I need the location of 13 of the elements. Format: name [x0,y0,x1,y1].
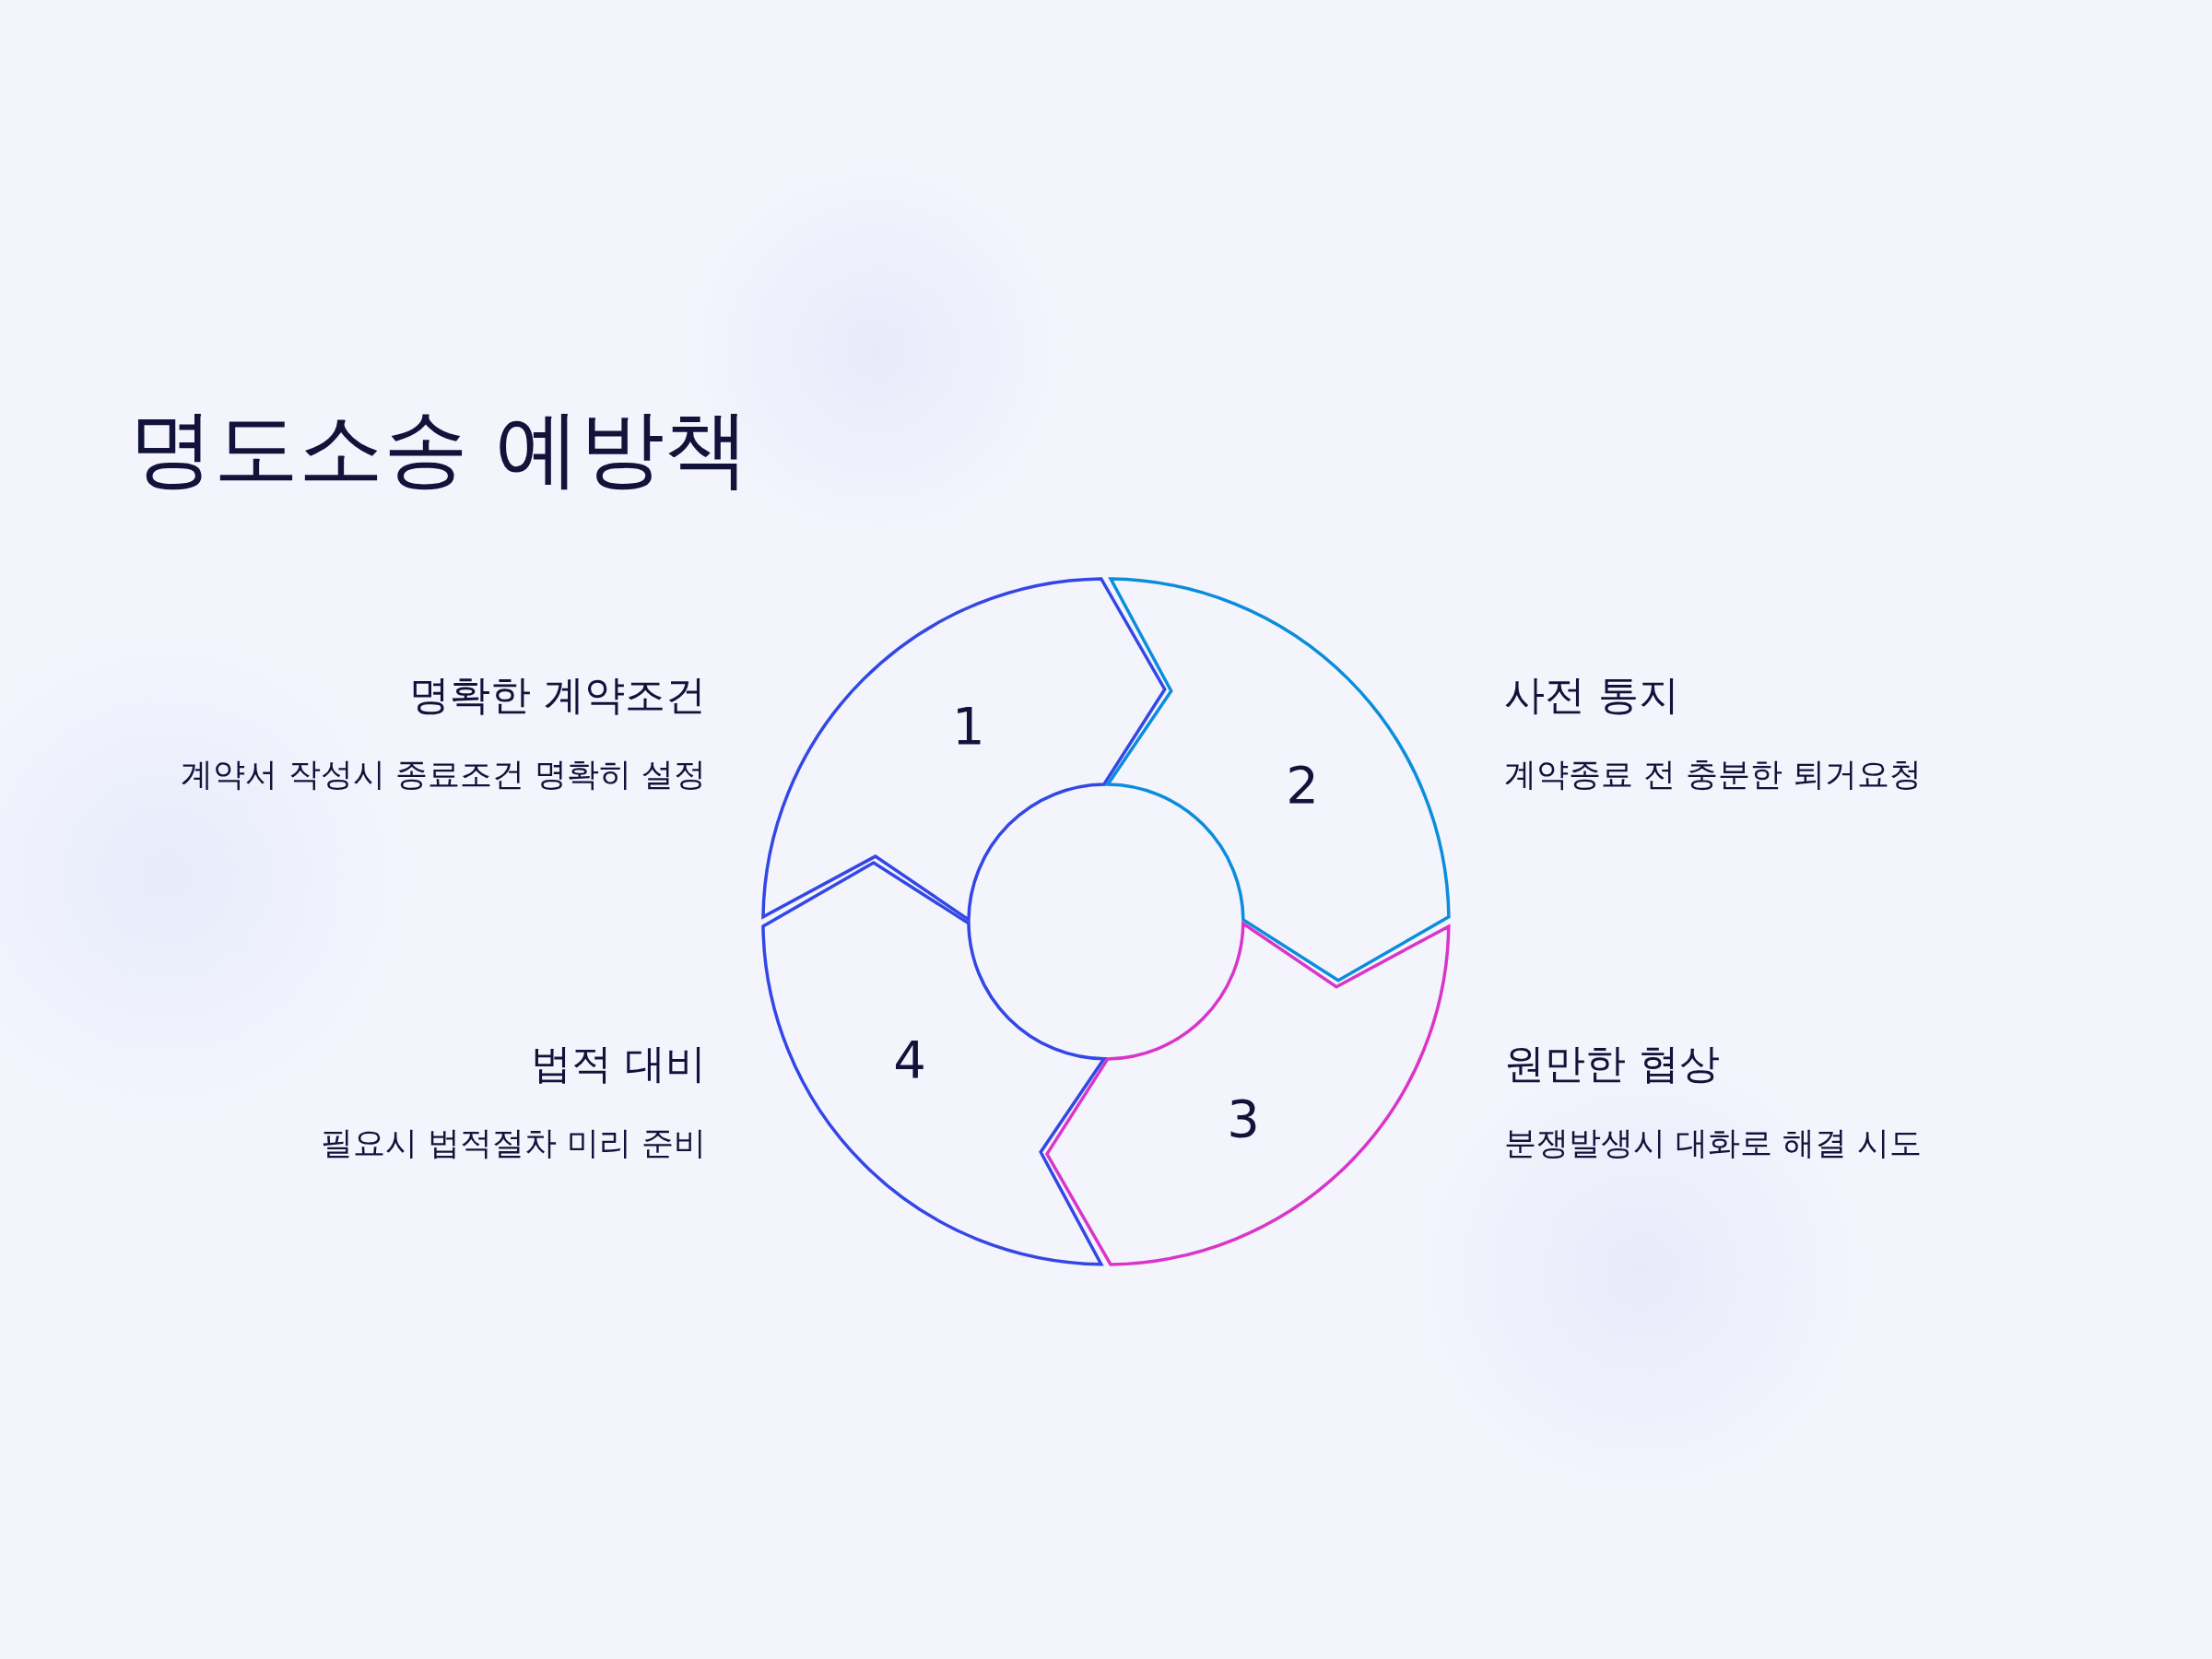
step-description: 필요시 법적절차 미리 준비 [320,1124,706,1163]
step-heading: 명확한 계약조건 [409,670,706,720]
step-number: 2 [1286,754,1319,815]
step-heading: 원만한 협상 [1504,1039,1720,1088]
step-heading: 법적 대비 [531,1039,706,1088]
step-description: 계약서 작성시 종료조건 명확히 설정 [181,755,706,794]
step-number: 3 [1227,1088,1260,1148]
step-description: 계약종료 전 충분한 퇴거요청 [1504,755,1923,794]
step-number: 4 [893,1029,926,1089]
title: 명도소송 예방책 [129,398,750,500]
step-number: 1 [952,695,985,756]
step-heading: 사전 통지 [1504,670,1679,720]
step-description: 분쟁발생시 대화로 해결 시도 [1504,1124,1923,1163]
